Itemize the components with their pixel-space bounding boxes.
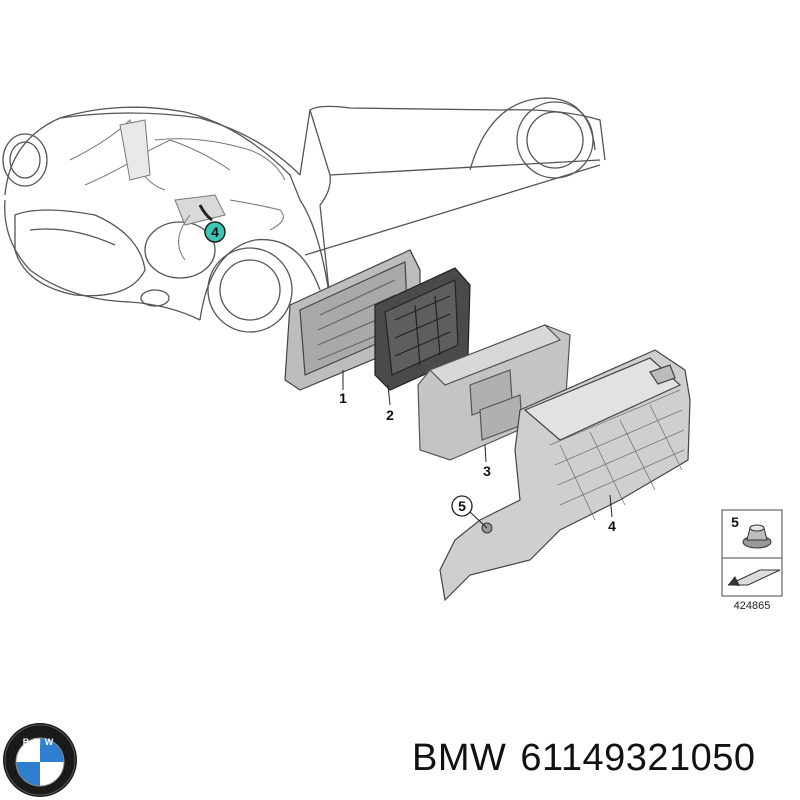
part-4-holder [439, 349, 691, 602]
arrow-icon [727, 569, 781, 586]
locator-callout-4: 4 [204, 221, 226, 243]
svg-text:BMW: BMW [23, 737, 58, 747]
callout-2: 2 [386, 407, 394, 423]
leader-lines [342, 370, 613, 529]
svg-text:5: 5 [458, 498, 466, 514]
callout-5: 5 [451, 495, 473, 517]
caption-part-number: 61149321050 [520, 737, 756, 779]
callout-3: 3 [483, 463, 491, 479]
bmw-logo: BMW [3, 723, 77, 797]
detail-code: 424865 [734, 600, 771, 612]
nut-icon [742, 524, 772, 549]
part-caption: BMW 61149321050 [412, 737, 770, 780]
callout-4: 4 [608, 518, 616, 534]
part-1-control-unit [284, 249, 421, 391]
detail-box: 5 424865 [721, 509, 783, 612]
svg-text:5: 5 [731, 514, 739, 530]
engine-bay-wiring [69, 118, 286, 261]
part-3-cover [417, 324, 571, 461]
part-2-bracket [374, 267, 471, 391]
svg-text:4: 4 [211, 224, 219, 240]
caption-brand: BMW [412, 737, 507, 779]
callout-1: 1 [339, 390, 347, 406]
car-outline [2, 97, 606, 333]
